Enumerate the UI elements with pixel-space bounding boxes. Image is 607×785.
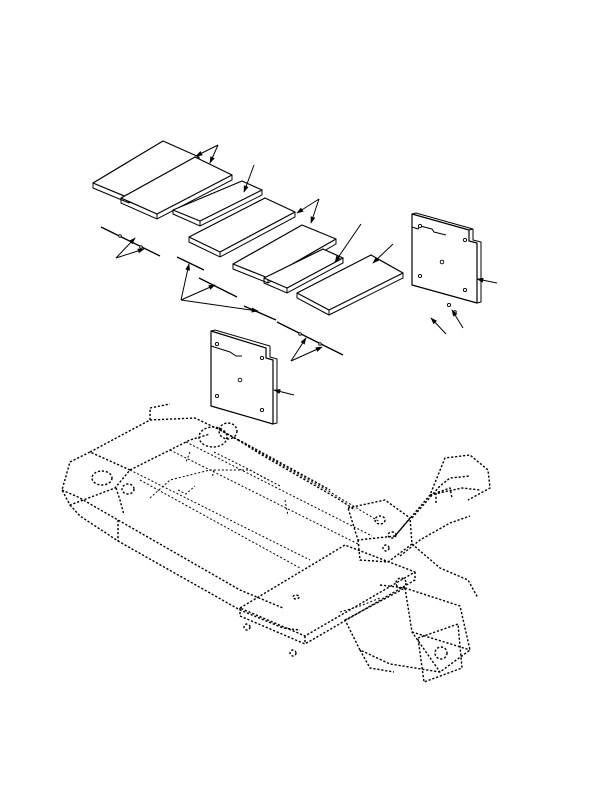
callout-side-plate-center	[273, 389, 295, 396]
wear-pad-5	[232, 224, 337, 284]
callout-pad-4a	[296, 198, 320, 214]
callout-shim-5b	[290, 346, 323, 362]
wear-pad-2	[120, 156, 233, 220]
callout-shim-5a	[290, 337, 307, 362]
frame-assembly-phantom	[61, 403, 491, 683]
wear-pad-3	[172, 180, 263, 227]
shim-strip-2	[176, 256, 205, 271]
wear-pad-7	[296, 254, 404, 316]
shim-strip-1	[100, 226, 161, 257]
callout-pad-4b	[310, 198, 320, 224]
callout-pad-7	[372, 243, 394, 264]
callout-shim-3	[180, 284, 216, 301]
callout-bolt	[451, 309, 464, 329]
side-plate-right	[411, 212, 482, 314]
callout-shim-1a	[115, 237, 136, 259]
shim-strip-3	[198, 277, 238, 298]
wear-pad-4	[188, 197, 296, 258]
callout-shim-4	[180, 299, 259, 313]
wear-pad-6	[263, 248, 344, 294]
shim-strip-4	[243, 305, 277, 321]
shim-strip-5	[276, 321, 344, 356]
callout-washer	[430, 317, 447, 335]
callout-shim-1b	[115, 248, 145, 259]
wear-pad-group	[92, 140, 404, 316]
callout-pads-1-2	[209, 144, 219, 164]
side-plate-center	[210, 329, 278, 425]
callout-pad-3	[243, 164, 255, 193]
callout-pad-6	[334, 223, 362, 263]
callout-shim-2	[180, 263, 191, 301]
callout-side-plate-right	[476, 277, 498, 284]
callout-leaders	[115, 144, 498, 396]
